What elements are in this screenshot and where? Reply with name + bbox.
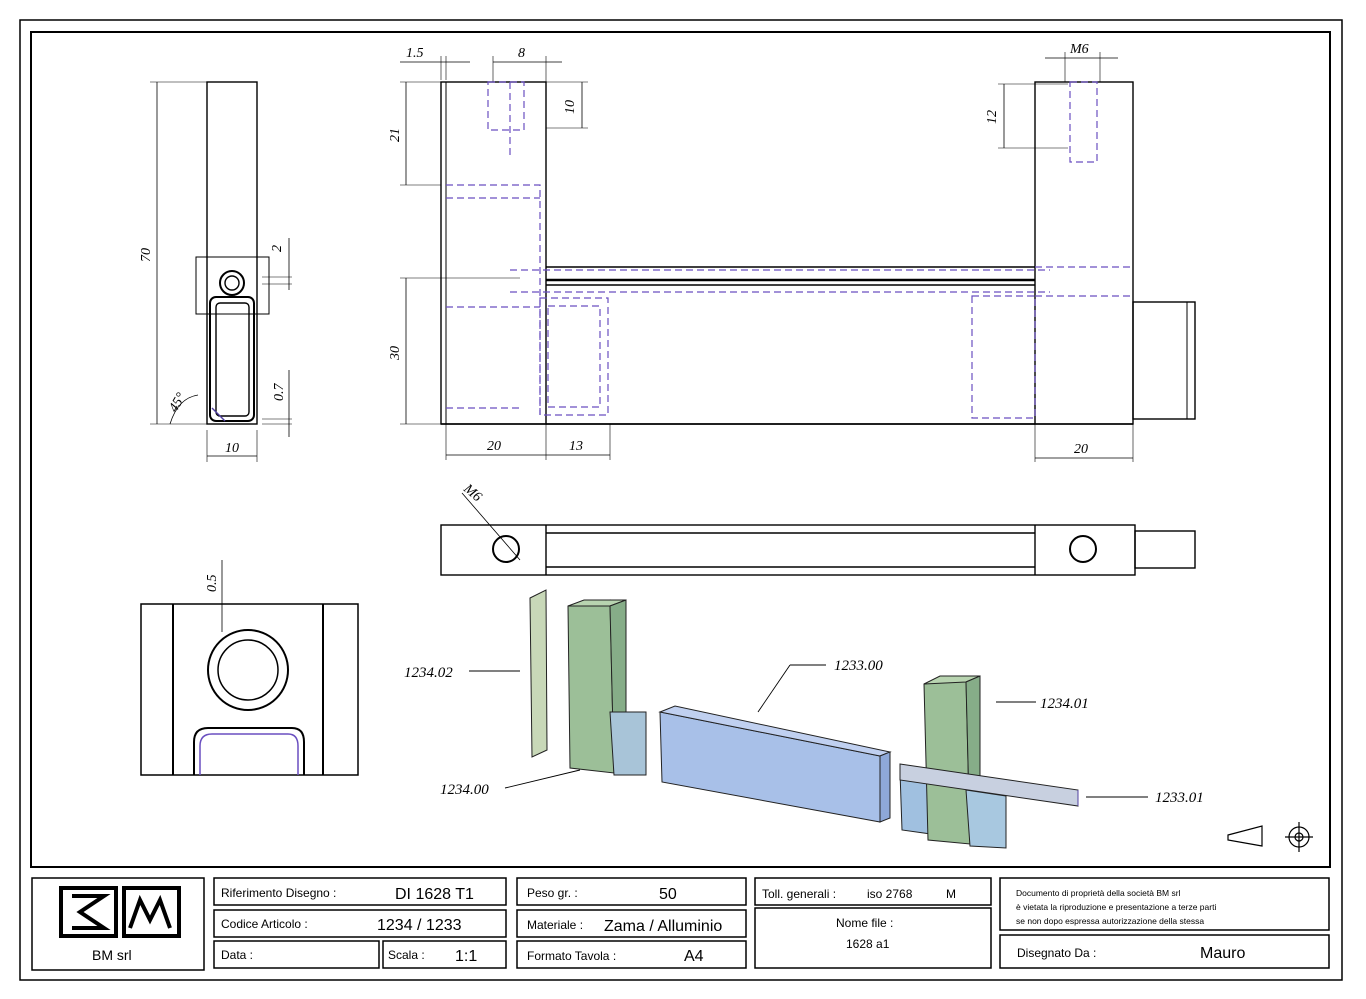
hidden-lines xyxy=(446,81,1133,419)
label-1234-01: 1234.01 xyxy=(1040,696,1089,712)
notice-line-3: se non dopo espressa autorizzazione dell… xyxy=(1016,916,1204,926)
label-1233-01: 1233.01 xyxy=(1155,790,1204,806)
date-label: Data : xyxy=(221,948,253,962)
dim-0-7: 0.7 xyxy=(272,383,287,402)
notice-line-2: è vietata la riproduzione e presentazion… xyxy=(1016,902,1216,912)
scale-label: Scala : xyxy=(388,948,425,962)
dim-2: 2 xyxy=(270,245,285,252)
toll-value: iso 2768 xyxy=(867,887,913,901)
projection-symbol-icon xyxy=(1227,822,1313,852)
dim-20-right: 20 xyxy=(1074,442,1088,457)
plan-view xyxy=(440,492,1196,576)
leaders xyxy=(469,664,1148,798)
label-1234-02: 1234.02 xyxy=(404,665,453,681)
inner-border xyxy=(30,31,1331,868)
dim-12: 12 xyxy=(985,110,1000,124)
company-logo-icon xyxy=(59,886,181,938)
material-value: Zama / Alluminio xyxy=(604,918,722,935)
format-value: A4 xyxy=(684,948,704,965)
title-block xyxy=(31,877,1330,971)
drawn-label: Disegnato Da : xyxy=(1017,946,1096,960)
dim-0-5: 0.5 xyxy=(205,575,220,593)
format-label: Formato Tavola : xyxy=(527,949,616,963)
dim-m6-top: M6 xyxy=(1069,42,1089,57)
dim-m6-plan: M6 xyxy=(460,481,485,505)
notice-line-1: Documento di proprietà della società BM … xyxy=(1016,888,1181,898)
ref-value: DI 1628 T1 xyxy=(395,886,474,903)
outer-border xyxy=(19,19,1343,981)
dim-10-side: 10 xyxy=(225,441,239,456)
dim-45: 45° xyxy=(166,390,189,415)
scale-value: 1:1 xyxy=(455,948,477,965)
dim-30: 30 xyxy=(388,346,403,361)
company-name: BM srl xyxy=(92,947,132,963)
toll-label: Toll. generali : xyxy=(762,887,836,901)
code-label: Codice Articolo : xyxy=(221,917,308,931)
dim-21: 21 xyxy=(388,128,403,142)
dim-13: 13 xyxy=(569,439,583,454)
weight-value: 50 xyxy=(659,886,677,903)
drawn-value: Mauro xyxy=(1200,945,1245,962)
weight-label: Peso gr. : xyxy=(527,886,578,900)
file-label: Nome file : xyxy=(836,916,893,930)
file-value: 1628 a1 xyxy=(846,937,890,951)
side-view xyxy=(150,81,292,462)
code-value: 1234 / 1233 xyxy=(377,917,462,934)
dim-10-top: 10 xyxy=(563,100,578,114)
dim-70: 70 xyxy=(139,248,154,262)
label-1233-00: 1233.00 xyxy=(834,658,883,674)
isometric-view xyxy=(529,589,1079,849)
ref-label: Riferimento Disegno : xyxy=(221,886,336,900)
dim-1-5: 1.5 xyxy=(406,46,424,61)
toll-class: M xyxy=(946,887,956,901)
dim-8: 8 xyxy=(518,46,525,61)
front-view xyxy=(400,52,1196,462)
dim-20-left: 20 xyxy=(487,439,501,454)
detail-view xyxy=(140,560,359,776)
label-1234-00: 1234.00 xyxy=(440,782,489,798)
material-label: Materiale : xyxy=(527,918,583,932)
